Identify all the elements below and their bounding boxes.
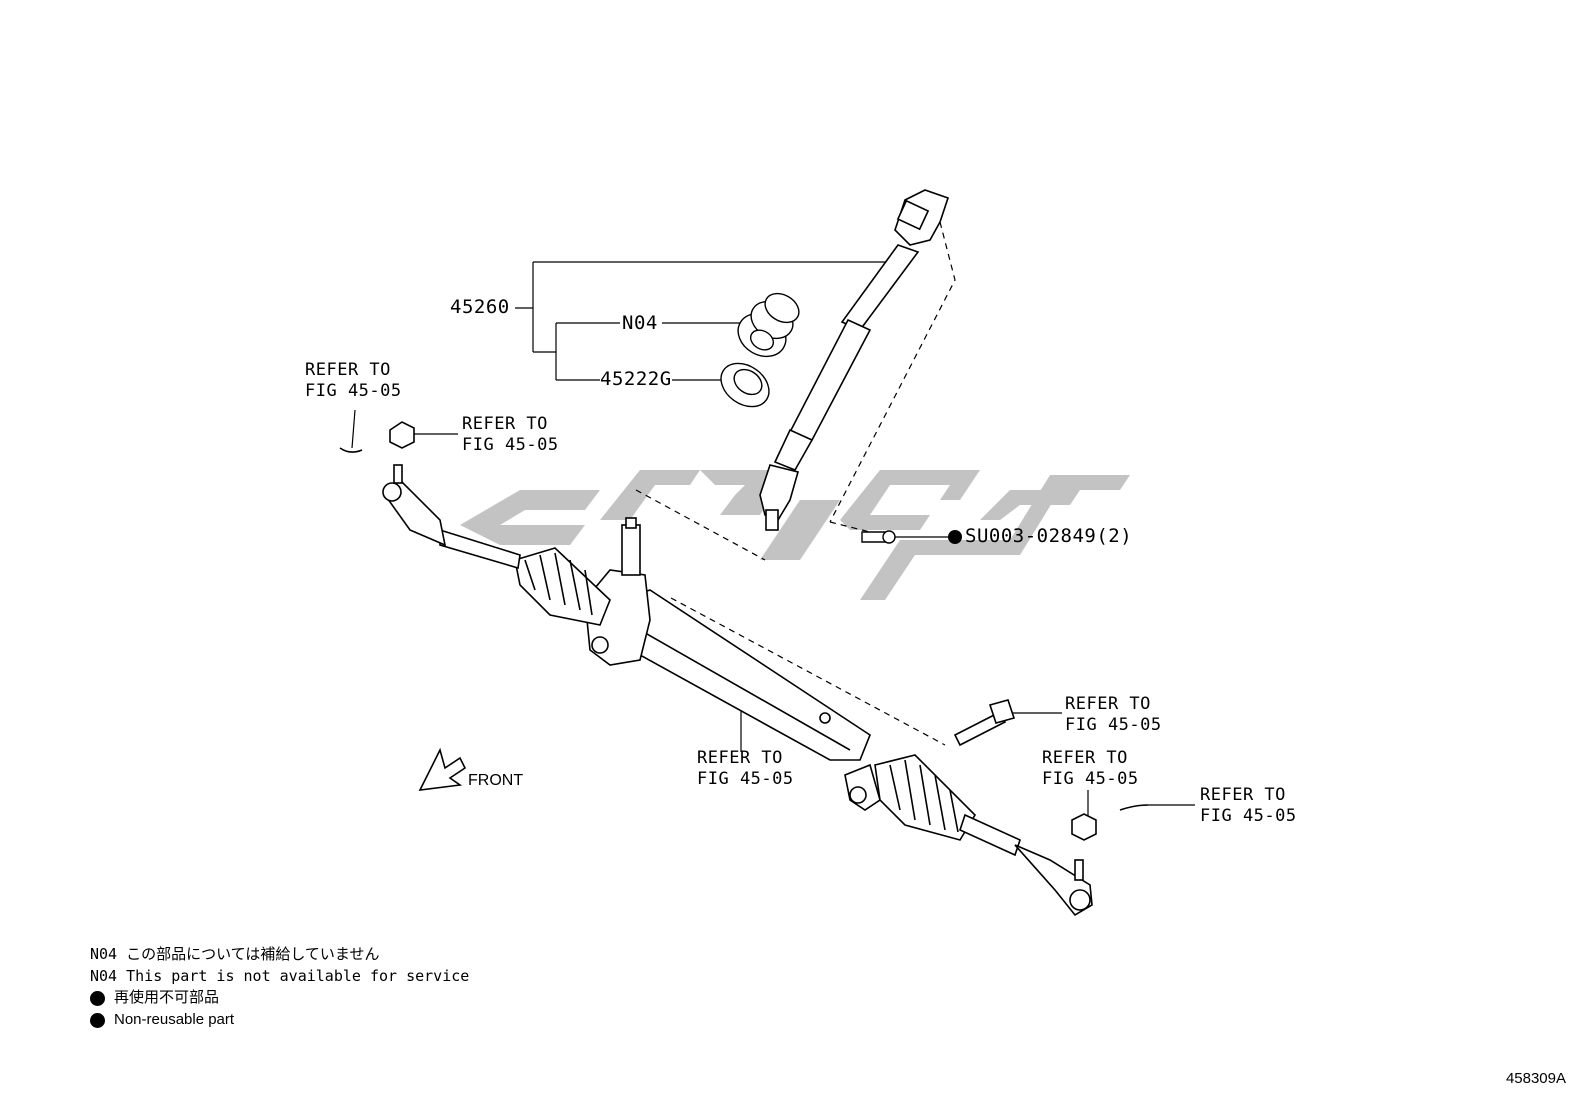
steering-rack <box>339 421 1149 917</box>
part-label-45260: 45260 <box>450 296 510 318</box>
note-nonreuse-jp: 再使用不可部品 <box>90 987 469 1009</box>
note-n04-en: N04 This part is not available for servi… <box>90 967 470 985</box>
watermark-logo <box>460 470 1130 600</box>
notes-legend: N04 この部品については補給していません N04 This part is n… <box>90 943 469 1031</box>
front-label: FRONT <box>468 772 524 789</box>
leader-lines <box>351 261 1195 818</box>
intermediate-shaft <box>759 189 950 531</box>
bolt <box>861 530 896 544</box>
note-nonreuse-en: Non-reusable part <box>90 1009 469 1031</box>
bolt-number: SU003-02849(2) <box>965 525 1133 547</box>
non-reusable-dot-icon <box>90 990 105 1006</box>
non-reusable-dot-icon <box>90 1012 105 1028</box>
non-reusable-dot-icon <box>948 529 962 544</box>
part-label-45222g: 45222G <box>600 368 672 390</box>
front-arrow-icon <box>418 747 467 791</box>
part-label-bolt: SU003-02849(2) <box>948 526 1132 547</box>
dust-seal <box>737 292 800 358</box>
hole-cover <box>720 362 770 408</box>
part-label-n04: N04 <box>622 312 658 334</box>
figure-id: 458309A <box>1505 1070 1566 1087</box>
note-n04-jp: N04 この部品については補給していません <box>90 945 380 963</box>
